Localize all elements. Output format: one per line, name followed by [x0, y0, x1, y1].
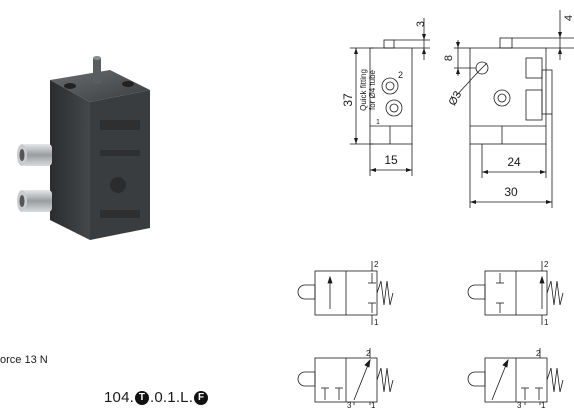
- side-top-dim: 4: [563, 15, 574, 21]
- order-code-part1: 104.: [104, 389, 134, 406]
- valve-symbol-2-2-no: [297, 261, 394, 325]
- side-dim: 8: [443, 55, 455, 61]
- fitting-note-line2: for Ø4 tube: [368, 69, 377, 110]
- lower-fitting: [17, 190, 52, 212]
- valve-symbol-2-2-nc: [467, 261, 564, 325]
- width-dim: 15: [384, 153, 398, 167]
- sym4-port-left: 3: [517, 401, 522, 408]
- order-code-badge1: T: [135, 390, 149, 405]
- order-code-badge2: F: [194, 390, 209, 405]
- valve-photo: [17, 56, 150, 240]
- fitting-note-line1: Quick fitting: [359, 69, 368, 111]
- hole-dim: Ø3: [447, 89, 465, 108]
- inner-width-dim: 24: [507, 155, 521, 169]
- front-port-lower: 1: [376, 119, 380, 126]
- sym4-port-right: 1: [541, 401, 546, 408]
- dimension-drawings: 37 Quick fitting for Ø4 tube 3 2 1 15 4 …: [341, 10, 574, 208]
- upper-fitting: [17, 144, 52, 166]
- outer-width-dim: 30: [504, 185, 518, 199]
- valve-symbol-3-2-nc: [297, 348, 394, 405]
- pneumatic-symbols: 2 1 2 1 2 3 1 2 3 1: [297, 260, 564, 408]
- sym3-port-top: 2: [366, 349, 371, 358]
- sym2-port-top: 2: [544, 260, 549, 269]
- valve-symbol-3-2-no: [467, 348, 564, 405]
- sym4-port-top: 2: [536, 349, 541, 358]
- front-port-upper: 2: [398, 70, 403, 80]
- sym2-port-bottom: 1: [544, 318, 549, 327]
- order-code: 104. T .0.1.L. F: [104, 389, 209, 406]
- sym3-port-left: 3: [347, 401, 352, 408]
- order-code-part2: .0.1.L.: [150, 389, 194, 406]
- sym1-port-top: 2: [374, 260, 379, 269]
- front-top-dim: 3: [415, 21, 427, 27]
- sym1-port-bottom: 1: [374, 318, 379, 327]
- height-dim: 37: [341, 93, 355, 107]
- sym3-port-right: 1: [371, 401, 376, 408]
- force-caption: orce 13 N: [0, 354, 48, 366]
